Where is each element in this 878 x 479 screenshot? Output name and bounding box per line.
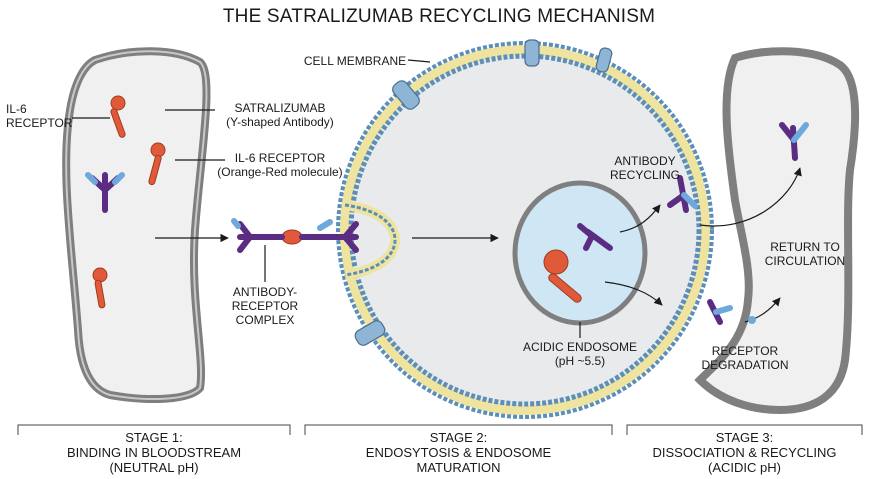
label-il6-receptor-left: IL-6 RECEPTOR — [6, 102, 73, 130]
label-il6-receptor-desc: IL-6 RECEPTOR (Orange-Red molecule) — [217, 151, 343, 179]
il6-receptor-molecule — [92, 95, 582, 309]
label-return-to-circulation: RETURN TO CIRCULATION — [764, 240, 846, 268]
blood-vessel-left — [62, 47, 211, 404]
label-cell-membrane: CELL MEMBRANE — [303, 54, 407, 68]
stage-1-label: STAGE 1: BINDING IN BLOODSTREAM (NEUTRAL… — [66, 430, 242, 475]
satralizumab-antibody — [85, 122, 809, 325]
membrane-protein — [354, 39, 613, 346]
stage-3-label: STAGE 3: DISSOCIATION & RECYCLING (ACIDI… — [652, 430, 837, 475]
label-acidic-endosome: ACIDIC ENDOSOME (pH ~5.5) — [522, 340, 637, 368]
degraded-fragment — [748, 316, 756, 324]
stage-2-label: STAGE 2: ENDOSYTOSIS & ENDOSOME MATURATI… — [365, 430, 552, 475]
stage-brackets — [17, 424, 863, 435]
blood-vessel-right — [694, 47, 860, 415]
label-antibody-recycling: ANTIBODY RECYCLING — [609, 154, 680, 182]
label-antibody-receptor-complex: ANTIBODY- RECEPTOR COMPLEX — [231, 285, 299, 327]
blood-vessel-left-inner — [65, 50, 208, 401]
label-receptor-degradation: RECEPTOR DEGRADATION — [701, 344, 789, 372]
acidic-endosome — [512, 180, 648, 326]
diagram-title: THE SATRALIZUMAB RECYCLING MECHANISM — [222, 6, 656, 27]
label-satralizumab: SATRALIZUMAB (Y-shaped Antibody) — [226, 101, 334, 129]
